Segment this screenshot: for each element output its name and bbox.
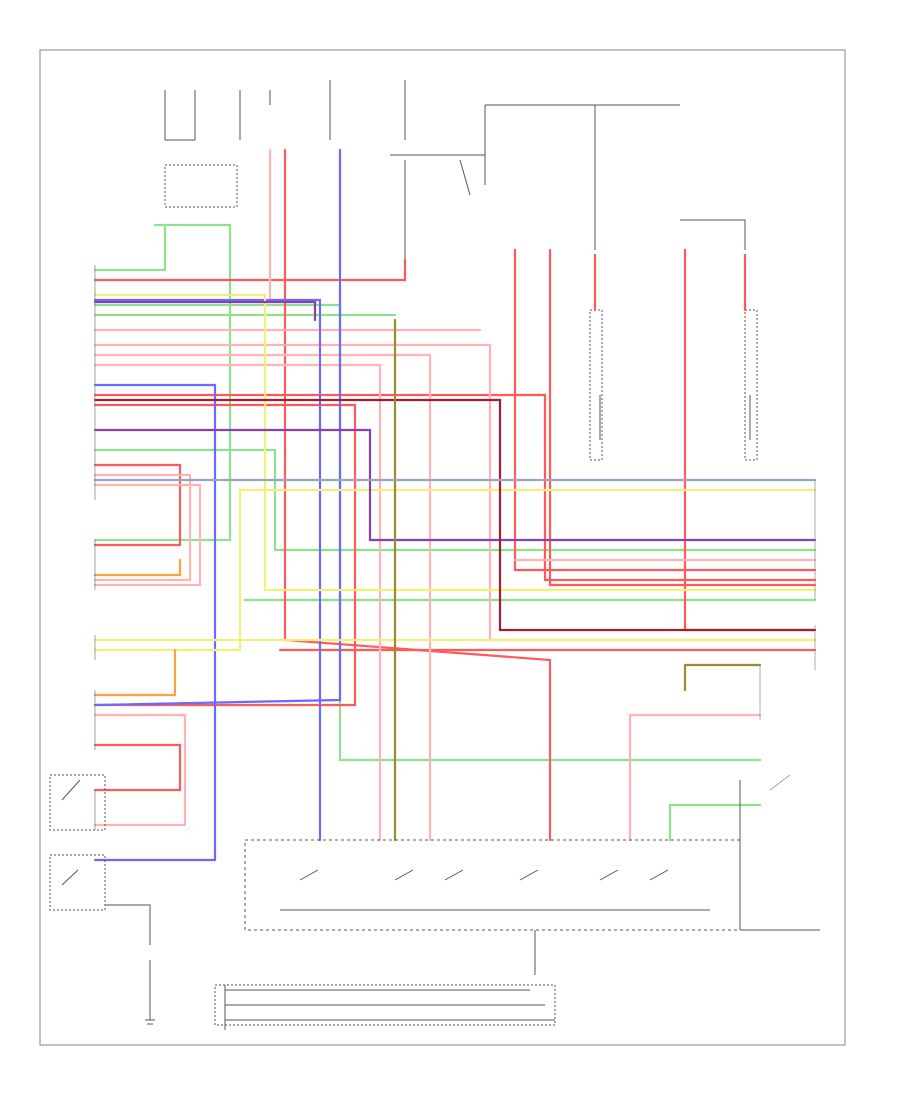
wire-pink-6 bbox=[93, 713, 187, 827]
wire-red-4 bbox=[93, 393, 817, 582]
wire-pink-2 bbox=[93, 353, 432, 842]
wire-blue-3 bbox=[93, 298, 322, 842]
wire-red-5 bbox=[93, 463, 182, 547]
wire-red-6 bbox=[513, 248, 817, 572]
combination-switch-box bbox=[244, 839, 741, 931]
wire-green-2 bbox=[93, 223, 232, 542]
wire-darkred-1 bbox=[93, 398, 817, 632]
wire-blue-2 bbox=[93, 383, 217, 862]
wire-pink-4 bbox=[93, 473, 192, 582]
wire-yellow-2 bbox=[93, 488, 817, 652]
wire-red-10 bbox=[93, 743, 182, 792]
wire-red-2 bbox=[93, 258, 407, 282]
left-front-door-box bbox=[49, 854, 106, 911]
wire-green-5 bbox=[93, 448, 817, 552]
wire-yellow-3 bbox=[93, 293, 817, 592]
right-connector bbox=[759, 480, 816, 791]
door-lock-switch-box bbox=[49, 774, 106, 831]
wire-pink-1 bbox=[93, 343, 817, 642]
wire-pink-7 bbox=[628, 713, 762, 842]
wire-green-4 bbox=[93, 303, 762, 762]
wire-pink-3 bbox=[93, 363, 382, 842]
wire-bundle bbox=[93, 148, 817, 862]
left-switch-blocks bbox=[49, 774, 155, 1025]
wire-blue-1 bbox=[93, 148, 342, 707]
wire-red-1 bbox=[283, 148, 552, 842]
wire-green-6 bbox=[668, 803, 762, 842]
combination-switch bbox=[244, 780, 820, 975]
wire-green-1 bbox=[93, 223, 167, 272]
wire-purple-1 bbox=[93, 428, 817, 542]
wire-red-7 bbox=[548, 248, 817, 587]
wire-olive-2 bbox=[683, 663, 762, 692]
wire-orange-1 bbox=[93, 558, 182, 577]
diagram-frame bbox=[39, 49, 846, 1046]
wire-orange-2 bbox=[93, 648, 177, 697]
ground-bus bbox=[214, 984, 556, 1030]
ground-bus-box bbox=[214, 984, 556, 1026]
wire-purple-2 bbox=[93, 300, 317, 322]
top-power-structure bbox=[164, 80, 758, 461]
wire-pink-5 bbox=[93, 483, 202, 587]
wire-red-3 bbox=[93, 403, 357, 707]
